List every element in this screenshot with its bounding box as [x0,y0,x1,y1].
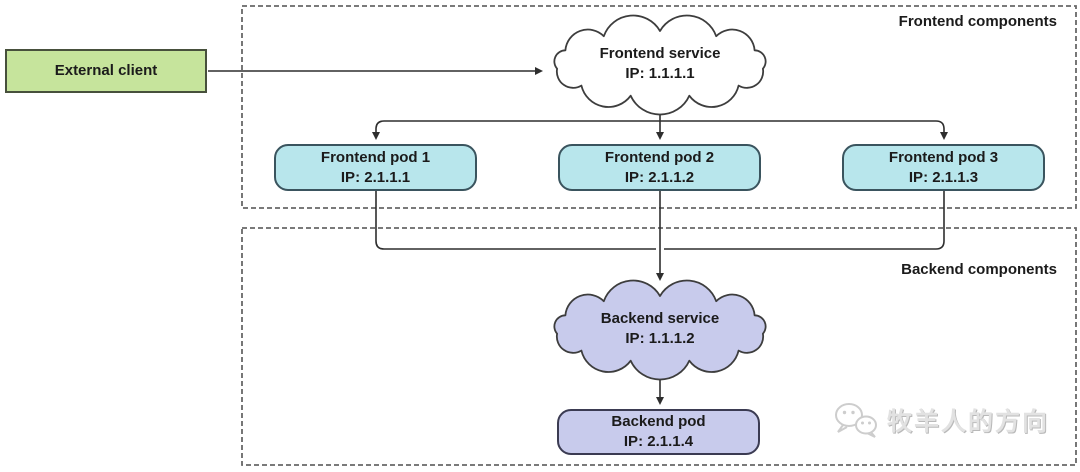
backend-zone-label: Backend components [901,261,1057,278]
frontend-zone-label: Frontend components [898,13,1057,30]
arrow-service-to-pod1 [372,120,660,140]
frontend-service-node: Frontend service IP: 1.1.1.1 [550,44,770,84]
backend-zone-border [241,227,1077,466]
arrow-service-to-pod3 [660,120,948,140]
wechat-icon [835,403,877,438]
line-pod3-to-merge [664,191,945,250]
frontend-pod-2-ip: IP: 2.1.1.2 [624,168,695,186]
backend-service-node: Backend service IP: 1.1.1.2 [550,309,770,349]
backend-pod-ip: IP: 2.1.1.4 [623,433,694,450]
frontend-pod-1-node: Frontend pod 1 IP: 2.1.1.1 [274,144,477,191]
frontend-service-name: Frontend service [599,45,721,62]
line-pod1-to-merge [375,191,656,250]
frontend-pod-3-node: Frontend pod 3 IP: 2.1.1.3 [842,144,1045,191]
connectors [208,67,948,405]
frontend-service-cloud [553,14,767,116]
external-client-node: External client [5,49,207,93]
frontend-pod-3-name: Frontend pod 3 [888,148,999,166]
backend-service-ip: IP: 1.1.1.2 [625,330,695,347]
backend-pod-node: Backend pod IP: 2.1.1.4 [557,409,760,455]
frontend-zone-border [241,5,1077,209]
backend-service-name: Backend service [600,310,720,327]
frontend-pod-1-name: Frontend pod 1 [320,148,431,166]
backend-service-cloud [553,279,767,381]
frontend-pod-2-name: Frontend pod 2 [604,148,715,166]
frontend-pod-1-ip: IP: 2.1.1.1 [340,168,411,186]
backend-pod-name: Backend pod [611,413,706,430]
watermark-text: 牧羊人的方向 [887,408,1050,436]
frontend-service-ip: IP: 1.1.1.1 [625,65,695,82]
external-client-label: External client [54,62,158,79]
watermark: 牧羊人的方向 [834,399,1049,441]
frontend-pod-3-ip: IP: 2.1.1.3 [908,168,979,186]
frontend-pod-2-node: Frontend pod 2 IP: 2.1.1.2 [558,144,761,191]
